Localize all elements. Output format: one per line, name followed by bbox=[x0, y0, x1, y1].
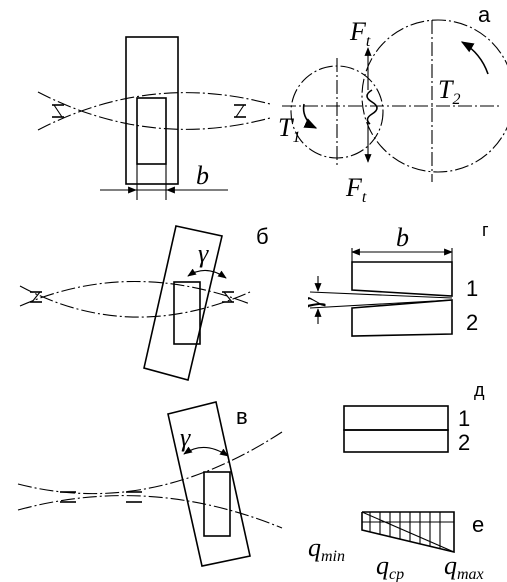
panel-aligned-shafts: b bbox=[37, 36, 271, 200]
q-cp-label: qср bbox=[376, 551, 404, 582]
panel-b: γ б bbox=[19, 224, 269, 381]
torque-t1-label: T1 bbox=[278, 113, 300, 146]
angle-gamma-b: γ bbox=[198, 239, 209, 268]
panel-a: а Ft Ft T1 T2 bbox=[278, 2, 507, 206]
q-min-label: qmin bbox=[308, 533, 345, 565]
torque-t2-arrow bbox=[460, 41, 489, 75]
bearing-b-right bbox=[222, 291, 234, 303]
bearing-right bbox=[234, 104, 246, 118]
skewed-gear-b bbox=[143, 225, 223, 381]
bearing-v-1 bbox=[60, 491, 76, 503]
layer-1-d bbox=[343, 405, 449, 431]
torque-t1-arrow bbox=[302, 103, 318, 129]
torque-t2-label: T2 bbox=[438, 75, 460, 108]
dimension-b-g-label: b bbox=[396, 223, 409, 252]
panel-label-d: д bbox=[474, 380, 485, 400]
panel-g: b γ 1 2 г bbox=[297, 220, 489, 337]
layer-2-g bbox=[351, 299, 453, 337]
layer-1-g bbox=[351, 261, 453, 297]
panel-label-a: а bbox=[478, 2, 491, 27]
panel-d: 1 2 д bbox=[343, 380, 485, 455]
contact-point-symbol bbox=[366, 89, 378, 125]
panel-e: е qmin qср qmax bbox=[308, 511, 484, 582]
force-top-label: Ft bbox=[349, 17, 371, 50]
narrow-gear-b bbox=[173, 281, 201, 345]
gear-wide bbox=[125, 36, 179, 185]
layer-2-d-number: 2 bbox=[458, 430, 470, 455]
panel-label-b: б bbox=[256, 224, 269, 249]
gear-narrow bbox=[136, 97, 167, 165]
panel-v: γ в bbox=[17, 401, 283, 567]
layer-2-d bbox=[343, 429, 449, 453]
dimension-b-label: b bbox=[196, 161, 209, 190]
layer-2-g-number: 2 bbox=[466, 310, 478, 335]
skewed-gear-v bbox=[167, 401, 251, 567]
bearing-b-left bbox=[30, 291, 42, 303]
layer-1-g-number: 1 bbox=[466, 276, 478, 301]
bearing-left bbox=[52, 104, 64, 118]
layer-1-d-number: 1 bbox=[458, 406, 470, 431]
narrow-gear-v bbox=[203, 471, 231, 537]
panel-label-g: г bbox=[482, 220, 489, 240]
panel-label-v: в bbox=[236, 404, 248, 429]
gear-circle bbox=[361, 19, 507, 173]
angle-gamma-v: γ bbox=[180, 423, 191, 452]
bearing-v-2 bbox=[126, 491, 142, 503]
angle-gamma-g: γ bbox=[297, 297, 326, 308]
panel-label-e: е bbox=[472, 512, 484, 537]
q-max-label: qmax bbox=[444, 551, 484, 582]
force-bottom-label: Ft bbox=[345, 173, 367, 206]
